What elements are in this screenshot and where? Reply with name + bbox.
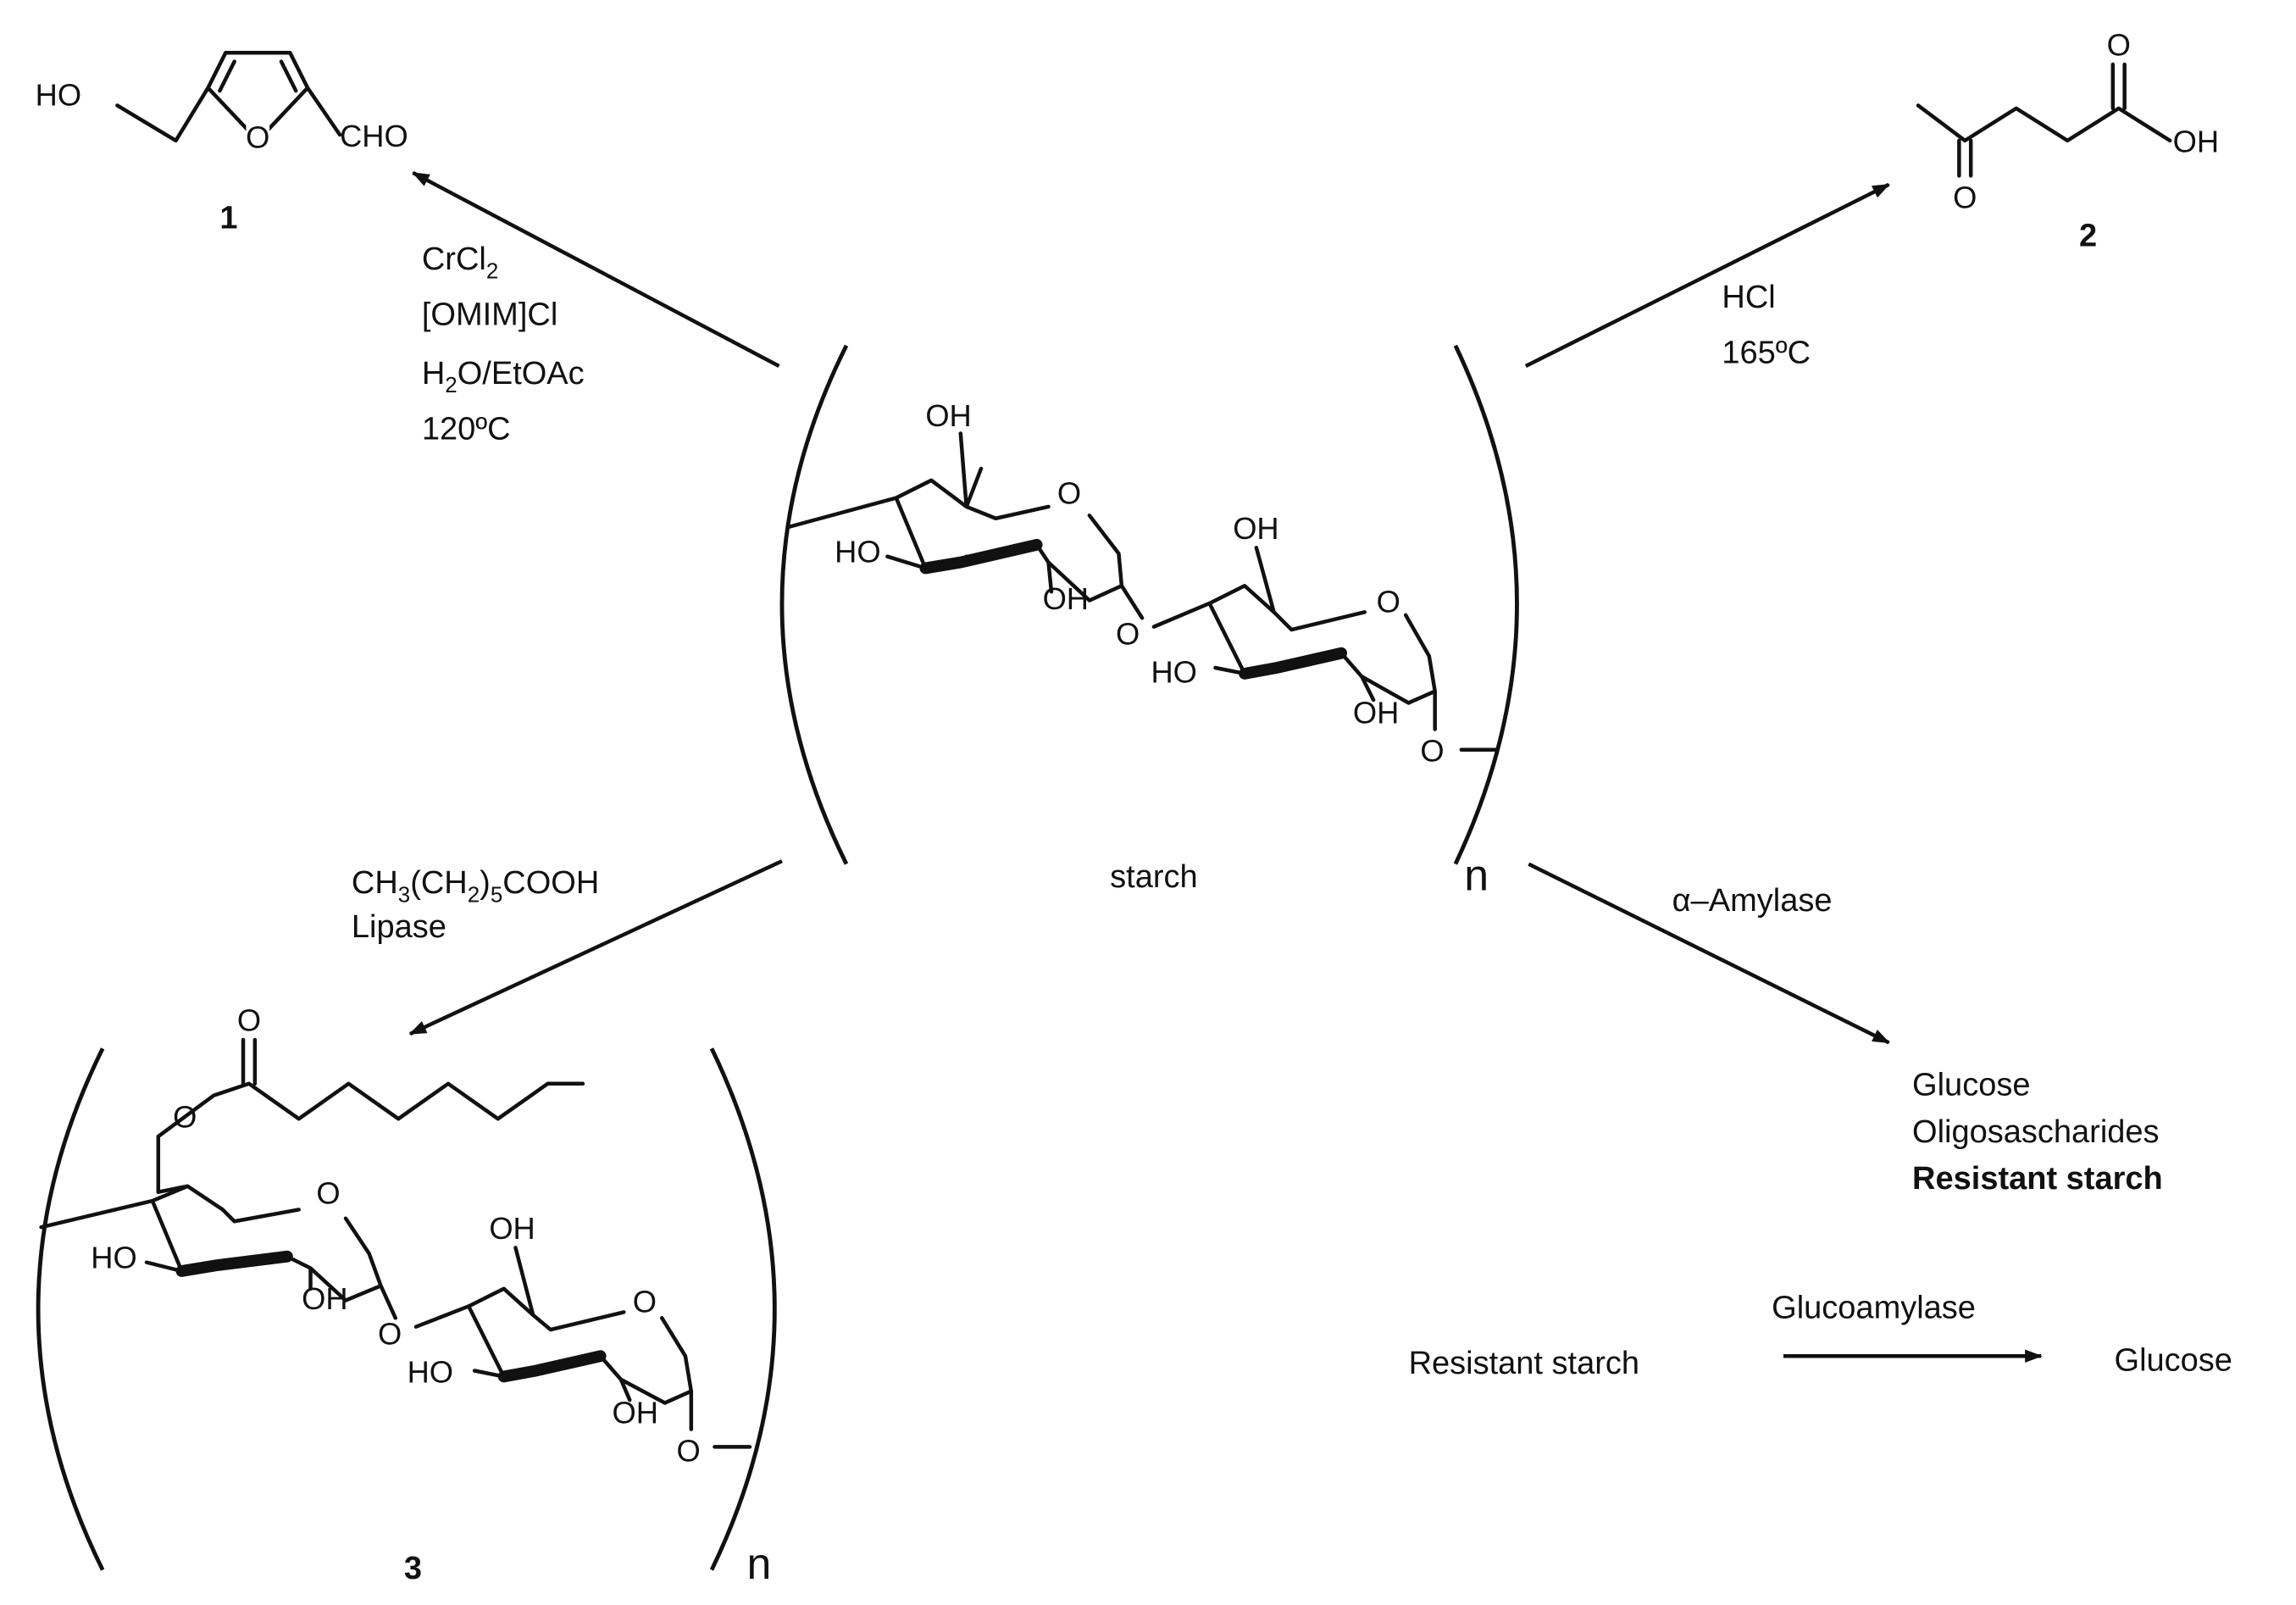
arrow-to-compound-2 xyxy=(1524,182,1890,369)
condition-temp-1: 120ºC xyxy=(422,411,511,447)
glucoamylase-product: Glucose xyxy=(2115,1343,2232,1379)
conditions-to-compound-1: CrCl2 [OMIM]Cl H2O/EtOAc 120ºC xyxy=(422,242,585,447)
levulinic-acid-oxygen: O xyxy=(2107,28,2131,63)
ester-oh-b2: OH xyxy=(613,1396,658,1430)
arrow-to-amylase-products xyxy=(1528,862,1890,1045)
ester-oh-b: OH xyxy=(489,1211,535,1246)
starch-ho-b: HO xyxy=(1151,654,1196,689)
hmf-ring-bonds xyxy=(206,50,310,143)
starch-left-bracket xyxy=(779,344,849,865)
starch-oh-a: OH xyxy=(925,398,971,433)
starch-unit-b-ring-edge xyxy=(1207,601,1247,676)
arrow-to-compound-3 xyxy=(408,859,783,1036)
condition-solvent: H2O/EtOAc xyxy=(422,356,585,397)
product-glucose: Glucose xyxy=(1912,1068,2030,1103)
compound-number-1: 1 xyxy=(219,201,237,236)
starch-right-bracket xyxy=(1453,344,1519,865)
compound-1-hmf: O HO CHO 1 xyxy=(36,50,408,236)
glucoamylase-reactant: Resistant starch xyxy=(1409,1346,1639,1381)
condition-crcl2: CrCl2 xyxy=(422,242,498,283)
ester-unit-a-bonds xyxy=(39,1184,398,1320)
ester-carbonyl-bond xyxy=(241,1037,258,1086)
ester-right-bracket xyxy=(709,1047,777,1571)
product-resistant-starch: Resistant starch xyxy=(1912,1161,2163,1197)
condition-heptanoic-acid: CH3(CH2)5COOH xyxy=(352,865,599,907)
hmf-ring-double-bonds xyxy=(218,59,298,93)
starch-unit-a-bonds xyxy=(785,431,1145,620)
compound-3-starch-ester: O O O HO OH O OH O HO OH O 3 n xyxy=(36,1003,777,1588)
ester-oh-a2: OH xyxy=(302,1281,347,1316)
condition-omim-cl: [OMIM]Cl xyxy=(422,297,557,333)
ester-glycosidic-o: O xyxy=(378,1316,402,1351)
levulinic-hydroxyl-label: OH xyxy=(2173,125,2219,159)
hmf-side-chains xyxy=(115,86,342,143)
starch-ring-o-b: O xyxy=(1377,584,1400,619)
ester-ho-b: HO xyxy=(408,1354,453,1389)
ester-unit-b-ring-edge xyxy=(466,1304,506,1379)
starch-ring-o-a: O xyxy=(1057,475,1081,510)
glucoamylase-reaction: Resistant starch Glucoamylase Glucose xyxy=(1409,1290,2232,1381)
conditions-to-compound-3: CH3(CH2)5COOH Lipase xyxy=(352,865,599,945)
ester-left-bracket xyxy=(36,1047,105,1571)
compound-number-3: 3 xyxy=(404,1551,422,1586)
hmf-aldehyde-label: CHO xyxy=(340,119,408,153)
starch-oh-a2: OH xyxy=(1043,581,1089,616)
ester-link-o: O xyxy=(173,1100,197,1135)
product-oligosaccharides: Oligosascharides xyxy=(1912,1114,2159,1150)
ester-unit-a-wedge xyxy=(175,1250,293,1277)
amylase-products: Glucose Oligosascharides Resistant starc… xyxy=(1912,1068,2163,1197)
ester-terminal-o: O xyxy=(677,1434,701,1469)
compound-number-2: 2 xyxy=(2079,218,2097,253)
starch-oh-b: OH xyxy=(1233,511,1278,546)
hmf-ring-oxygen: O xyxy=(246,120,269,155)
levulinic-chain-bonds xyxy=(1916,103,2172,143)
condition-lipase: Lipase xyxy=(352,909,446,945)
ester-ho-a: HO xyxy=(91,1241,136,1275)
conditions-to-compound-2: HCl 165ºC xyxy=(1722,280,1811,371)
starch-repeat-n: n xyxy=(1464,851,1489,900)
hmf-hydroxyl-label: HO xyxy=(36,77,81,112)
starch-label: starch xyxy=(1110,859,1197,895)
ester-ring-o-b: O xyxy=(633,1284,657,1319)
condition-alpha-amylase: α–Amylase xyxy=(1672,883,1833,919)
ester-repeat-n: n xyxy=(747,1539,772,1588)
ester-chain-bonds xyxy=(156,1081,585,1194)
ester-unit-b-bonds xyxy=(413,1246,752,1449)
arrow-to-compound-1 xyxy=(411,170,780,369)
condition-hcl: HCl xyxy=(1722,280,1775,315)
levulinic-ketone-oxygen: O xyxy=(1953,180,1977,214)
starch-glycosidic-o: O xyxy=(1116,616,1140,651)
starch-oh-b2: OH xyxy=(1353,696,1399,730)
ester-carbonyl-o: O xyxy=(237,1003,261,1038)
starch-unit-a-wedge xyxy=(919,538,1043,575)
levulinic-carbonyl-bonds xyxy=(1957,62,2127,178)
starch-terminal-o: O xyxy=(1420,734,1444,769)
glucoamylase-enzyme: Glucoamylase xyxy=(1772,1290,1976,1325)
starch-unit-b-bonds xyxy=(1151,546,1499,753)
ester-unit-b-wedge xyxy=(497,1350,607,1383)
ester-ring-o-a: O xyxy=(316,1176,340,1211)
starch-ho-a: HO xyxy=(835,535,880,569)
compound-2-levulinic-acid: O O OH 2 xyxy=(1916,28,2219,253)
condition-temp-2: 165ºC xyxy=(1722,336,1811,371)
starch-structure: OH O HO OH O OH O HO OH O starch n xyxy=(779,344,1519,900)
starch-unit-b-wedge xyxy=(1239,647,1348,680)
